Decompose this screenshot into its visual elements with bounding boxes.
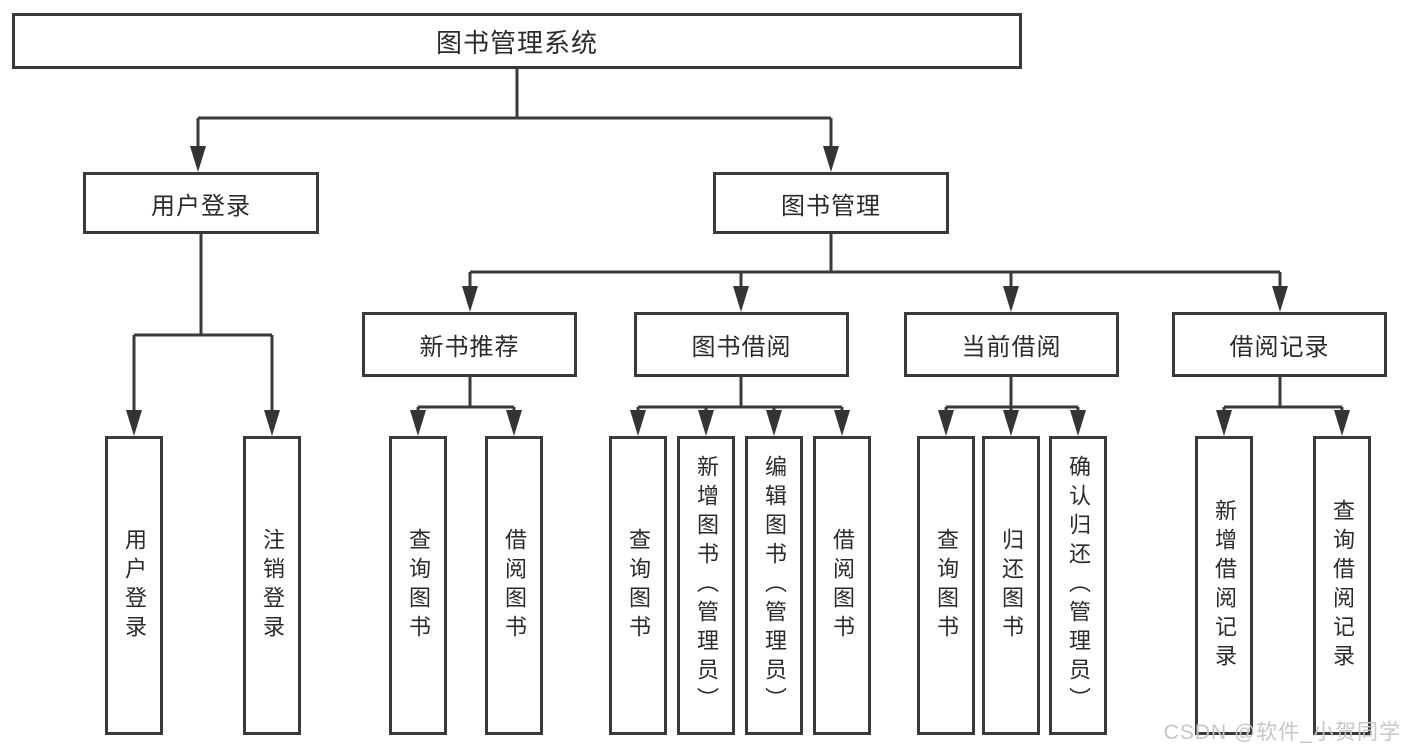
arrowhead — [1070, 410, 1086, 436]
leaf-label: 查询图书 — [406, 527, 431, 644]
arrowhead — [834, 410, 850, 436]
leaf-label: 注销登录 — [260, 527, 285, 644]
arrowhead — [823, 146, 839, 172]
arrowhead — [1334, 410, 1350, 436]
node-leaf-edit-books-admin: 编辑图书（管理员） — [745, 436, 803, 735]
node-book-management: 图书管理 — [713, 172, 949, 234]
arrowhead — [630, 410, 646, 436]
arrowhead — [938, 410, 954, 436]
node-leaf-search-borrow-record: 查询借阅记录 — [1313, 436, 1371, 735]
leaf-label: 用户登录 — [122, 527, 147, 644]
node-root: 图书管理系统 — [12, 13, 1022, 69]
node-leaf-add-books-admin: 新增图书（管理员） — [677, 436, 735, 735]
arrowhead — [506, 410, 522, 436]
connector-root-to-level2 — [196, 68, 833, 148]
node-user-login: 用户登录 — [83, 172, 319, 234]
leaf-label: 借阅图书 — [502, 527, 527, 644]
connector-book-management-children — [468, 233, 1282, 288]
connector-borrow-records-children — [1222, 377, 1344, 412]
connector-new-book-recommend-children — [416, 377, 516, 412]
node-borrow-records: 借阅记录 — [1172, 312, 1387, 377]
leaf-label: 查询借阅记录 — [1330, 498, 1355, 673]
arrowhead — [1272, 286, 1288, 312]
node-leaf-search-books-borrow: 查询图书 — [609, 436, 667, 735]
leaf-label: 确认归还（管理员） — [1066, 455, 1091, 716]
arrowhead — [1216, 410, 1232, 436]
leaf-label: 新增借阅记录 — [1212, 498, 1237, 673]
node-leaf-user-login: 用户登录 — [105, 436, 163, 735]
arrowhead — [766, 410, 782, 436]
leaf-label: 编辑图书（管理员） — [762, 455, 787, 716]
node-leaf-borrow-books: 借阅图书 — [813, 436, 871, 735]
arrowhead — [1003, 410, 1019, 436]
connector-current-borrow-children — [944, 377, 1080, 412]
connector-book-borrow-children — [636, 377, 844, 412]
leaf-label: 查询图书 — [934, 527, 959, 644]
node-leaf-borrow-books-recommend: 借阅图书 — [485, 436, 543, 735]
node-new-book-recommend: 新书推荐 — [362, 312, 577, 377]
arrowhead — [733, 286, 749, 312]
arrowhead — [410, 410, 426, 436]
node-leaf-add-borrow-record: 新增借阅记录 — [1195, 436, 1253, 735]
connector-user-login-children — [132, 233, 274, 412]
arrowhead — [264, 410, 280, 436]
leaf-label: 归还图书 — [999, 527, 1024, 644]
node-leaf-confirm-return-admin: 确认归还（管理员） — [1049, 436, 1107, 735]
node-leaf-search-books-recommend: 查询图书 — [389, 436, 447, 735]
arrowhead — [190, 146, 206, 172]
node-leaf-return-books: 归还图书 — [982, 436, 1040, 735]
arrowhead — [698, 410, 714, 436]
leaf-label: 借阅图书 — [830, 527, 855, 644]
node-book-borrow: 图书借阅 — [634, 312, 849, 377]
leaf-label: 新增图书（管理员） — [694, 455, 719, 716]
leaf-label: 查询图书 — [626, 527, 651, 644]
arrowhead — [126, 410, 142, 436]
arrowhead — [462, 286, 478, 312]
node-current-borrow: 当前借阅 — [904, 312, 1119, 377]
node-leaf-search-books-current: 查询图书 — [917, 436, 975, 735]
csdn-watermark: CSDN @软件_小贺同学 — [1163, 721, 1401, 744]
arrowhead — [1003, 286, 1019, 312]
node-leaf-logout: 注销登录 — [243, 436, 301, 735]
